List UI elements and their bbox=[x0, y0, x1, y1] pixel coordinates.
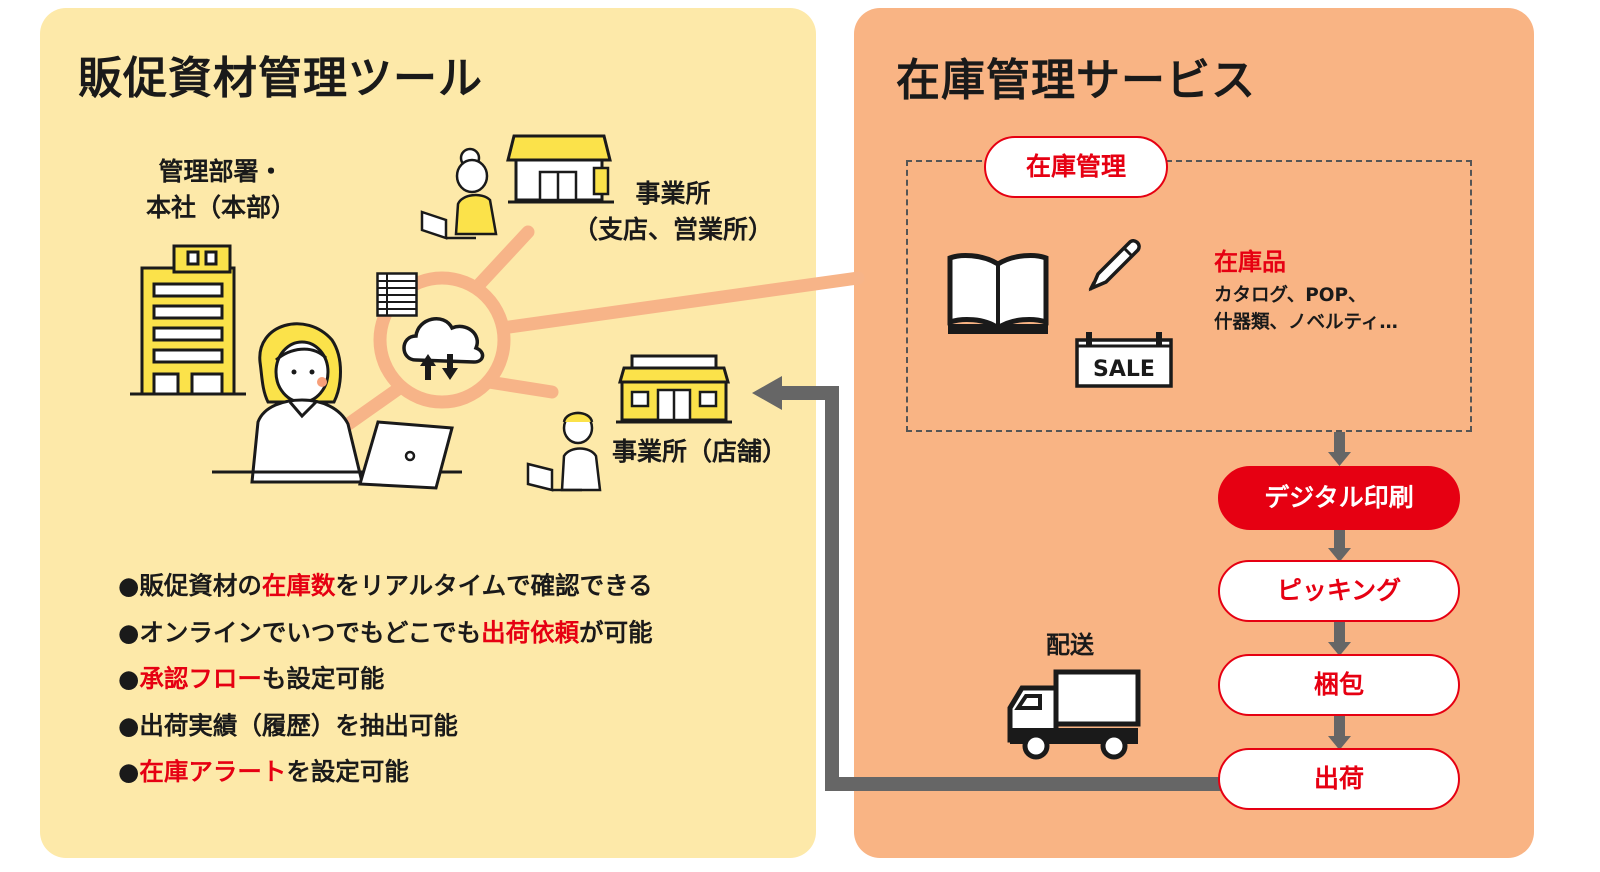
feature-item: ●出荷実績（履歴）を抽出可能 bbox=[118, 706, 653, 753]
branch-office-label: 事業所 （支店、営業所） bbox=[560, 176, 786, 249]
stock-management-label: 在庫管理 bbox=[984, 136, 1168, 198]
person-with-laptop-small-icon bbox=[526, 411, 602, 492]
hq-label-line1: 管理部署・ bbox=[158, 157, 284, 186]
sale-sign-icon: SALE bbox=[1075, 332, 1173, 388]
bullet-mark: ● bbox=[118, 571, 140, 600]
person-at-laptop-icon bbox=[212, 322, 462, 490]
inventory-items-line1: カタログ、POP、 bbox=[1214, 285, 1367, 306]
step-shipping: 出荷 bbox=[1218, 748, 1460, 810]
feature-item: ●オンラインでいつでもどこでも出荷依頼が可能 bbox=[118, 613, 653, 660]
document-list-icon bbox=[376, 272, 418, 317]
delivery-truck-icon bbox=[1007, 669, 1141, 760]
step-picking: ピッキング bbox=[1218, 560, 1460, 622]
book-icon bbox=[947, 253, 1049, 334]
step-packing: 梱包 bbox=[1218, 654, 1460, 716]
feature-highlight: 在庫アラート bbox=[139, 757, 287, 786]
feature-item: ●販促資材の在庫数をリアルタイムで確認できる bbox=[118, 566, 653, 613]
inventory-items-desc: カタログ、POP、 什器類、ノベルティ… bbox=[1214, 283, 1398, 337]
bullet-mark: ● bbox=[118, 757, 140, 786]
feature-list: ●販促資材の在庫数をリアルタイムで確認できる ●オンラインでいつでもどこでも出荷… bbox=[118, 566, 653, 799]
cloud-sync-icon bbox=[402, 317, 485, 380]
feature-highlight: 承認フロー bbox=[139, 664, 262, 693]
feature-highlight: 在庫数 bbox=[261, 571, 336, 600]
store-label: 事業所（店舗） bbox=[612, 437, 788, 466]
right-panel-title: 在庫管理サービス bbox=[896, 55, 1256, 106]
office-building-icon bbox=[130, 244, 246, 396]
sale-sign-text: SALE bbox=[1093, 357, 1155, 382]
feature-text: をリアルタイムで確認できる bbox=[335, 571, 653, 600]
branch-label-line2: （支店、営業所） bbox=[572, 215, 773, 245]
feature-item: ●承認フローも設定可能 bbox=[118, 659, 653, 706]
step-digital-printing: デジタル印刷 bbox=[1218, 466, 1460, 530]
feature-text: が可能 bbox=[579, 617, 653, 647]
left-panel-title: 販促資材管理ツール bbox=[78, 53, 483, 104]
person-with-laptop-small-icon bbox=[420, 147, 498, 240]
bullet-mark: ● bbox=[118, 617, 140, 647]
inventory-box bbox=[906, 160, 1472, 432]
inventory-items-title: 在庫品 bbox=[1214, 248, 1286, 276]
bullet-mark: ● bbox=[118, 664, 140, 693]
feature-highlight: 出荷依頼 bbox=[481, 617, 580, 647]
feature-text: 出荷実績（履歴）を抽出可能 bbox=[139, 710, 458, 740]
feature-item: ●在庫アラートを設定可能 bbox=[118, 752, 653, 799]
branch-office-icon bbox=[506, 134, 614, 204]
delivery-label: 配送 bbox=[1046, 631, 1094, 659]
pen-icon bbox=[1088, 238, 1141, 292]
bullet-mark: ● bbox=[118, 710, 140, 740]
feature-text: も設定可能 bbox=[261, 664, 385, 693]
right-panel bbox=[854, 8, 1534, 858]
feature-text: を設定可能 bbox=[286, 757, 409, 786]
feature-text: 販促資材の bbox=[139, 571, 262, 600]
branch-label-line1: 事業所 bbox=[635, 179, 711, 208]
inventory-items-line2: 什器類、ノベルティ… bbox=[1214, 311, 1398, 333]
hq-label-line2: 本社（本部） bbox=[145, 193, 296, 223]
store-icon bbox=[616, 354, 732, 424]
feature-text: オンラインでいつでもどこでも bbox=[139, 617, 482, 647]
hq-label: 管理部署・ 本社（本部） bbox=[126, 154, 316, 227]
